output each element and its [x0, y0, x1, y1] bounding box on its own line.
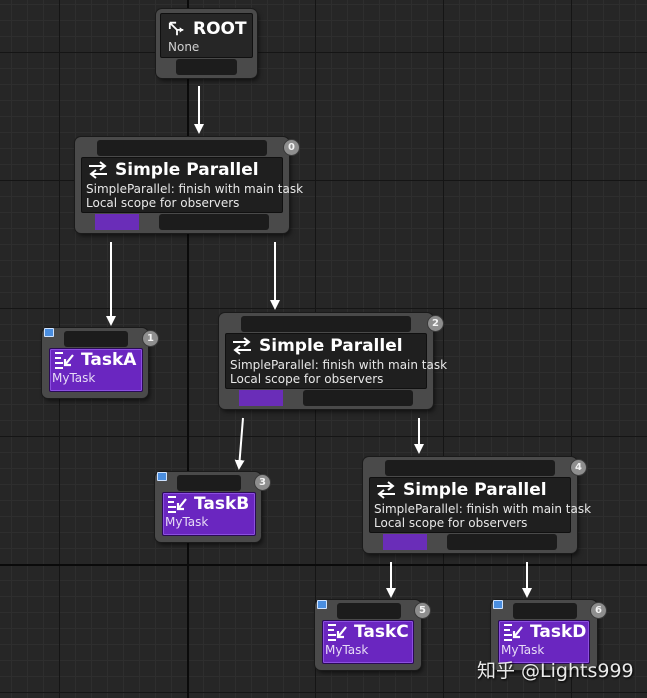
task-icon	[504, 624, 523, 641]
execution-index-badge: 4	[570, 459, 587, 476]
simple-parallel-4-title: Simple Parallel	[403, 480, 547, 500]
simple-parallel-0-desc-1: SimpleParallel: finish with main task	[86, 182, 304, 196]
simple-parallel-4-desc-2: Local scope for observers	[374, 516, 528, 530]
simple-parallel-4-main-task-pin[interactable]	[383, 534, 427, 550]
task-c-title: TaskC	[354, 622, 409, 642]
simple-parallel-2-background-pin[interactable]	[303, 390, 413, 406]
simple-parallel-0-body: Simple Parallel SimpleParallel: finish w…	[81, 157, 304, 213]
parallel-icon	[377, 481, 395, 499]
simple-parallel-2-desc-2: Local scope for observers	[230, 372, 384, 386]
task-d-subtitle: MyTask	[501, 643, 545, 657]
task-d-node[interactable]: TaskD MyTask	[491, 600, 597, 670]
graph-axis-horizontal	[0, 564, 647, 566]
task-icon	[328, 624, 347, 641]
simple-parallel-0-main-task-pin[interactable]	[95, 214, 139, 230]
watermark: 知乎 @Lights999	[477, 660, 634, 682]
wire-parallel-2-to-task-b	[234, 417, 245, 470]
execution-index-badge: 5	[414, 602, 431, 619]
task-flag-icon	[493, 600, 503, 609]
task-c-subtitle: MyTask	[325, 643, 369, 657]
task-d-input-pin[interactable]	[513, 603, 577, 619]
root-node-body: ROOT None	[160, 13, 253, 58]
task-d-body: TaskD MyTask	[498, 620, 590, 664]
task-flag-icon	[44, 328, 54, 337]
simple-parallel-0-background-pin[interactable]	[159, 214, 269, 230]
graph-axis-vertical	[187, 0, 189, 698]
simple-parallel-0-desc-2: Local scope for observers	[86, 196, 240, 210]
task-b-subtitle: MyTask	[165, 515, 209, 529]
simple-parallel-4-input-pin[interactable]	[385, 460, 555, 476]
task-d-title: TaskD	[530, 622, 587, 642]
root-node[interactable]: ROOT None	[156, 9, 257, 78]
execution-index-badge: 0	[283, 139, 300, 156]
task-b-body: TaskB MyTask	[162, 492, 256, 536]
simple-parallel-4-desc-1: SimpleParallel: finish with main task	[374, 502, 592, 516]
simple-parallel-2-main-task-pin[interactable]	[239, 390, 283, 406]
task-b-input-pin[interactable]	[177, 475, 241, 491]
task-c-input-pin[interactable]	[337, 603, 401, 619]
simple-parallel-0-title: Simple Parallel	[115, 160, 259, 180]
task-b-node[interactable]: TaskB MyTask	[155, 472, 261, 542]
simple-parallel-4-background-pin[interactable]	[447, 534, 557, 550]
root-subtitle: None	[168, 40, 200, 54]
simple-parallel-2-desc-1: SimpleParallel: finish with main task	[230, 358, 448, 372]
root-title: ROOT	[193, 19, 247, 39]
task-flag-icon	[317, 600, 327, 609]
task-flag-icon	[157, 472, 167, 481]
task-c-body: TaskC MyTask	[322, 620, 414, 664]
execution-index-badge: 1	[142, 330, 159, 347]
task-icon	[168, 496, 187, 513]
task-a-body: TaskA MyTask	[49, 348, 143, 392]
task-icon	[55, 352, 74, 369]
task-c-node[interactable]: TaskC MyTask	[315, 600, 421, 670]
simple-parallel-node-0[interactable]: Simple Parallel SimpleParallel: finish w…	[75, 137, 304, 233]
simple-parallel-node-4[interactable]: Simple Parallel SimpleParallel: finish w…	[363, 457, 592, 553]
execution-index-badge: 6	[590, 602, 607, 619]
task-a-subtitle: MyTask	[52, 371, 96, 385]
simple-parallel-2-title: Simple Parallel	[259, 336, 403, 356]
simple-parallel-2-body: Simple Parallel SimpleParallel: finish w…	[225, 333, 448, 389]
parallel-icon	[233, 337, 251, 355]
root-output-pin[interactable]	[176, 59, 237, 75]
task-b-title: TaskB	[194, 494, 250, 514]
execution-index-badge: 3	[254, 474, 271, 491]
simple-parallel-0-input-pin[interactable]	[97, 140, 267, 156]
root-icon	[168, 21, 184, 36]
execution-index-badge: 2	[427, 315, 444, 332]
task-a-node[interactable]: TaskA MyTask	[42, 328, 148, 398]
task-a-title: TaskA	[81, 350, 137, 370]
task-a-input-pin[interactable]	[64, 331, 128, 347]
simple-parallel-4-body: Simple Parallel SimpleParallel: finish w…	[369, 477, 592, 533]
simple-parallel-2-input-pin[interactable]	[241, 316, 411, 332]
simple-parallel-node-2[interactable]: Simple Parallel SimpleParallel: finish w…	[219, 313, 448, 409]
parallel-icon	[89, 161, 107, 179]
